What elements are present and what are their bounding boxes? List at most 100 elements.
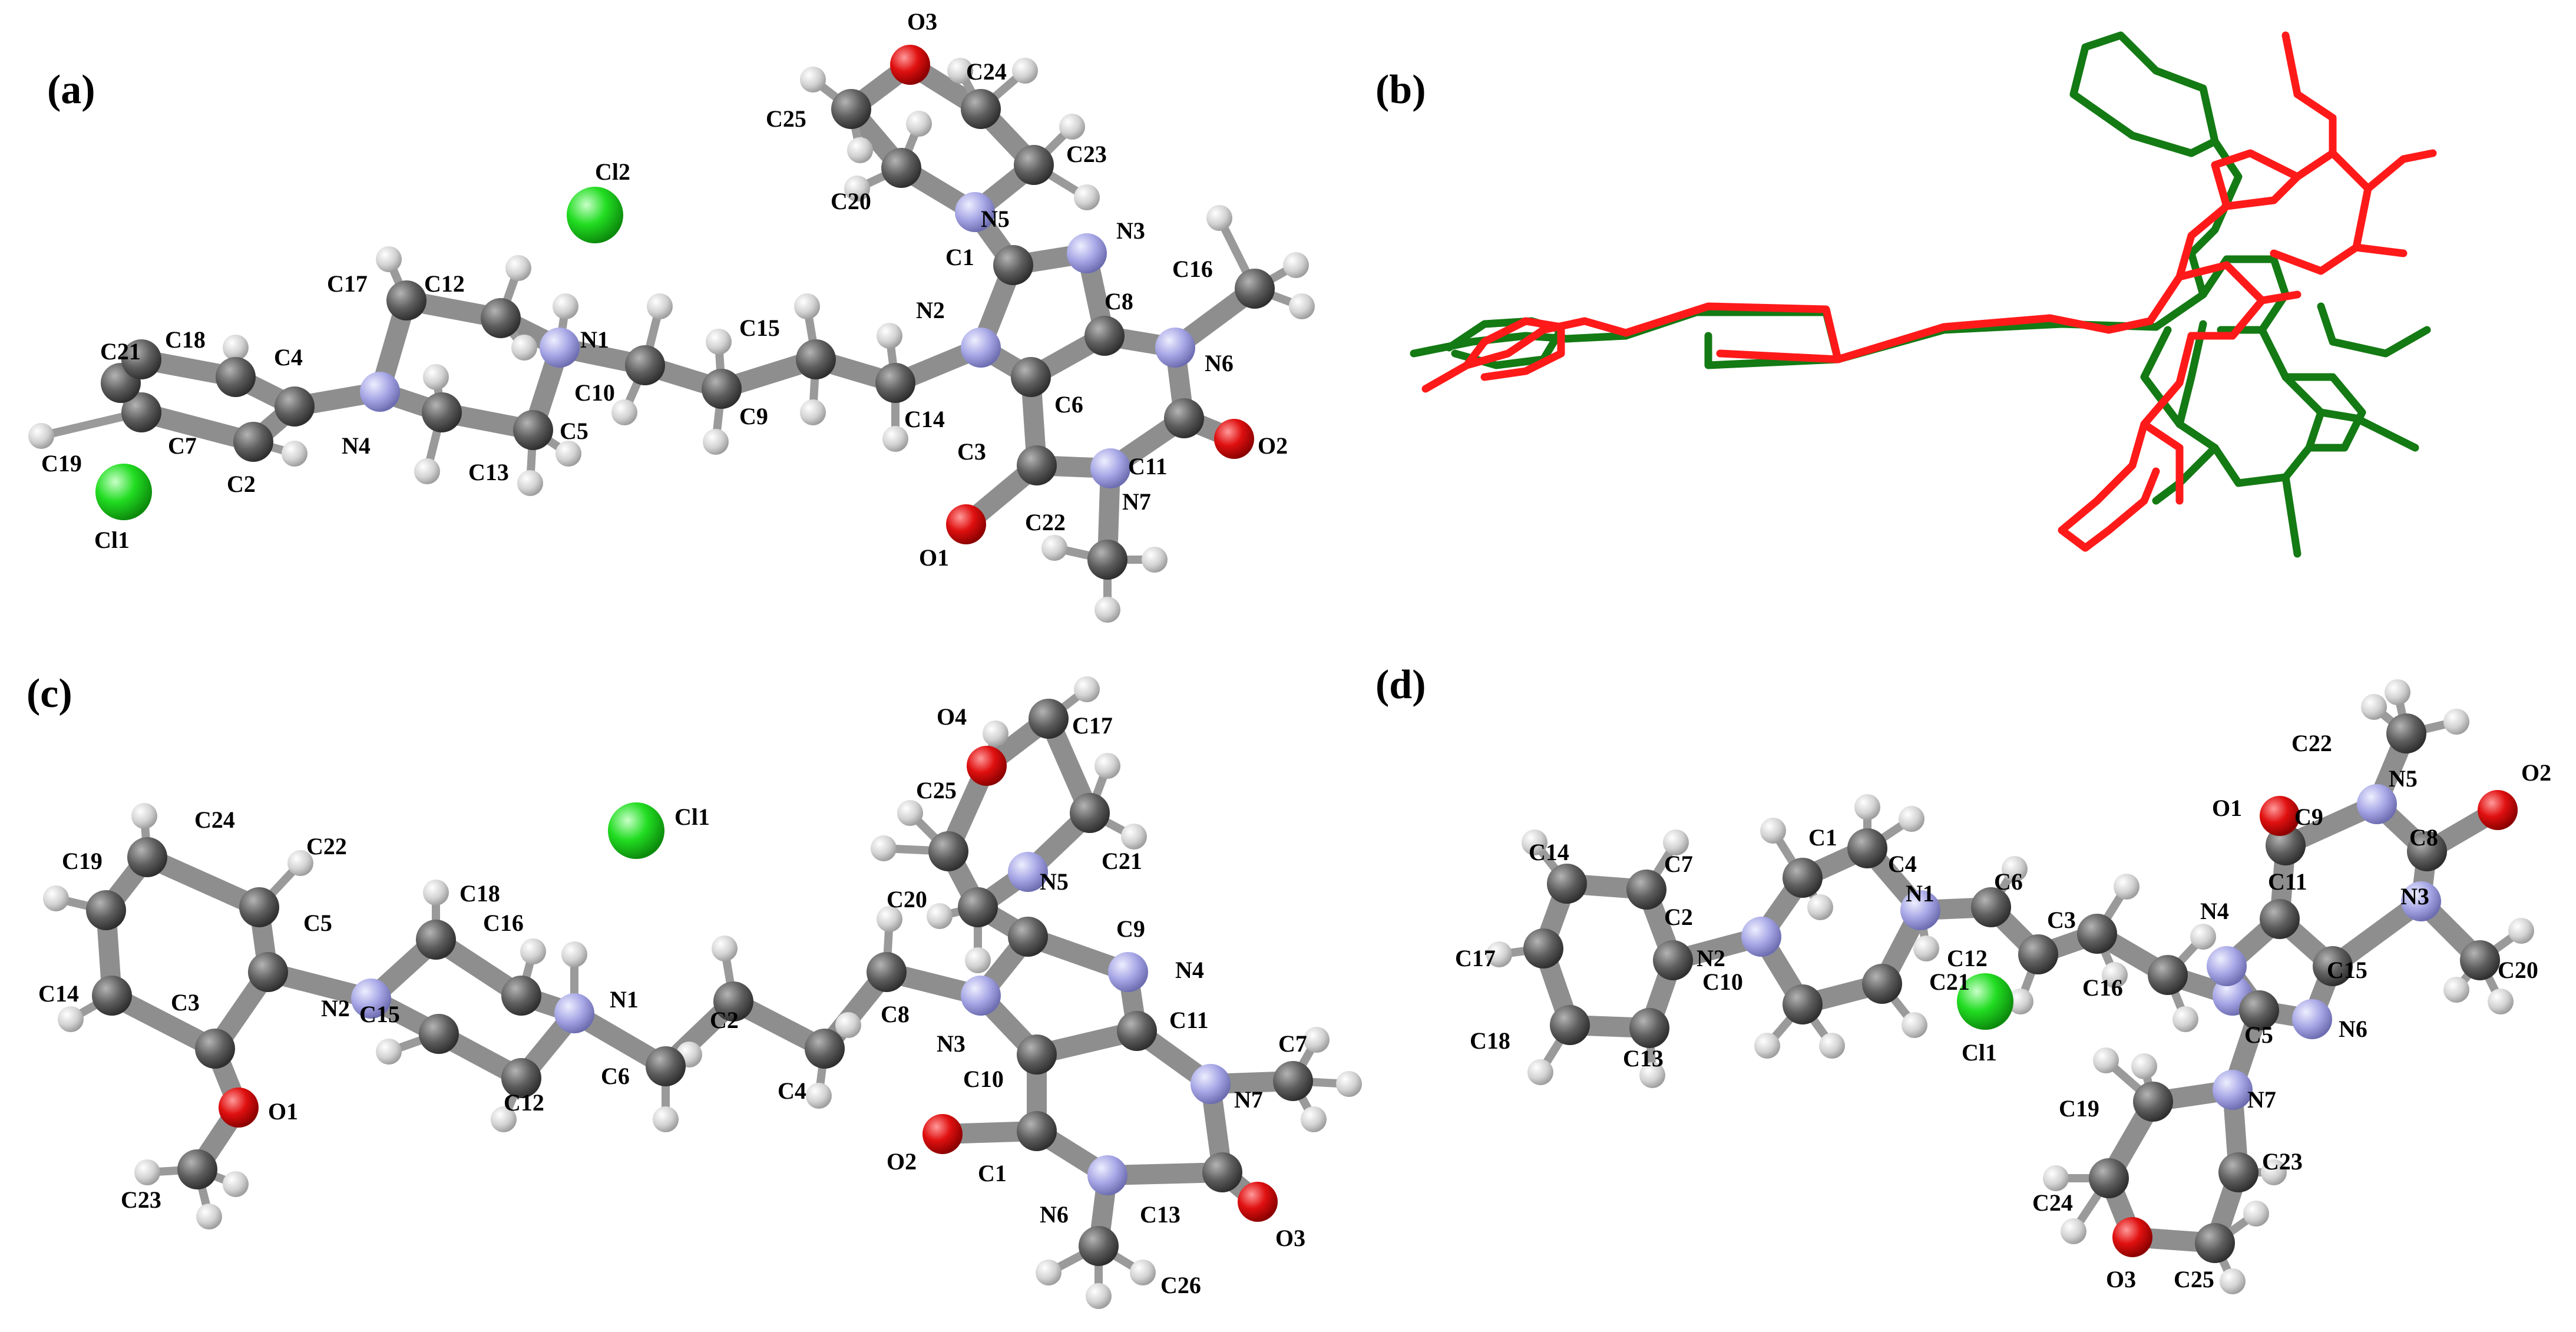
atom-label: C17 [1072, 712, 1113, 739]
panel-a-h-atom [28, 423, 54, 449]
panel-d-h-atom [1807, 894, 1833, 920]
panel-c-h-atom [1036, 1260, 1062, 1285]
atom-label: N1 [580, 326, 609, 353]
atom-label: O2 [887, 1148, 917, 1175]
atom-label: C23 [1066, 141, 1107, 167]
atom-label: C3 [171, 989, 200, 1016]
panel-d-atom-c [1629, 1008, 1669, 1048]
atom-label: C25 [916, 777, 957, 804]
atom-label: C15 [359, 1001, 400, 1027]
panel-a-atom-n [955, 192, 995, 232]
panel-c-h-atom [1336, 1071, 1362, 1097]
panel-c-atom-n [1087, 1155, 1127, 1195]
panel-d-h-atom [1854, 794, 1880, 820]
atom-label: C2 [710, 1007, 739, 1033]
panel-d-atom-c [2313, 946, 2353, 986]
atom-label: Cl1 [94, 527, 130, 553]
atom-label: N5 [1040, 868, 1069, 895]
atom-label: C21 [1102, 848, 1142, 874]
panel-a-atom-c [1017, 445, 1057, 485]
panel-c-h-atom [376, 1039, 402, 1065]
panel-c-heavy-atoms [86, 699, 1313, 1266]
panel-c-h-atom [897, 800, 923, 826]
atom-label: C7 [168, 432, 197, 459]
panel-d-atom-c [2077, 914, 2117, 954]
panel-d-atom-c [2407, 831, 2447, 871]
atom-label: C2 [227, 471, 256, 497]
panel-d-h-atom [2061, 1218, 2086, 1244]
panel-d-h-atom [2002, 856, 2028, 882]
panel-c-atom-c [86, 890, 126, 930]
atom-label: C23 [2262, 1148, 2303, 1175]
panel-c-h-atom [653, 1106, 679, 1132]
atom-label: N4 [1175, 957, 1204, 983]
panel-c-atom-c [867, 952, 907, 992]
atom-label: C5 [2244, 1022, 2273, 1048]
panel-c-h-atom [491, 1106, 517, 1132]
atom-label: N3 [1116, 217, 1145, 244]
panel-d-h-atom [1663, 829, 1689, 855]
atom-label: O1 [919, 544, 949, 571]
atom-label: C24 [194, 807, 235, 833]
panel-c-atom-c [1202, 1152, 1242, 1192]
panel-d-atom-c [2089, 1158, 2129, 1198]
atom-label: Cl1 [674, 804, 710, 830]
panel-a-atom-cl [567, 187, 623, 243]
atom-label: C19 [62, 848, 102, 874]
panel-c-h-atom [58, 1006, 84, 1032]
atom-label: C21 [100, 338, 141, 365]
atom-label: N1 [610, 986, 639, 1013]
panel-d-h-atom [1760, 818, 1786, 844]
atom-label: C13 [1623, 1045, 1664, 1072]
panel-d-h-atom [1527, 1059, 1553, 1085]
panel-a-h-atom [1041, 535, 1067, 561]
panel-a-atom-c [121, 392, 161, 432]
atom-label: N2 [1697, 945, 1725, 971]
atom-label: C5 [560, 418, 588, 444]
panel-c-atom-c [1079, 1226, 1119, 1266]
panel-a-h-atom [505, 255, 531, 281]
panel-a-hydrogen-atoms [28, 58, 1315, 623]
panel-d-atom-c [2386, 713, 2426, 753]
panel-a-h-atom [1074, 184, 1100, 210]
atom-label: C15 [739, 315, 780, 341]
atom-label: C10 [1702, 969, 1743, 995]
panel-a-h-atom [376, 246, 402, 272]
panel-a-h-atom [847, 137, 873, 163]
panel-a-atom-c [625, 345, 665, 385]
atom-label: C16 [1172, 256, 1213, 282]
panel-d-atom-n [2292, 999, 2332, 1039]
atom-label: C25 [2174, 1266, 2214, 1293]
panel-d-atom-n [2207, 946, 2247, 986]
panel-c-h-atom [1074, 676, 1100, 702]
panel-d-atom-n [2401, 881, 2441, 921]
atom-label: C24 [966, 58, 1007, 85]
atom-label: O2 [1258, 432, 1288, 459]
panel-a-h-atom [706, 329, 732, 355]
panel-c-h-atom [423, 880, 449, 905]
atom-label: N4 [342, 432, 371, 459]
panel-b-overlay: (b) [1375, 31, 2437, 558]
atom-label: C9 [1116, 915, 1145, 942]
panel-a-h-atom [800, 67, 826, 92]
atom-label: C4 [1888, 851, 1917, 877]
atom-label: C1 [978, 1160, 1007, 1186]
panel-c-h-atom [1121, 824, 1147, 850]
panel-d-atom-c [2218, 1152, 2258, 1192]
panel-c-atom-c [1017, 1111, 1057, 1151]
panel-c-atom-o [967, 746, 1007, 786]
panel-c-h-atom [806, 1083, 832, 1109]
panel-a-atom-c [1014, 145, 1054, 185]
panel-d-atom-c [1847, 828, 1887, 868]
panel-d-atom-c [2148, 955, 2188, 995]
panel-c-atom-c [1117, 1011, 1157, 1051]
panel-a-h-atom [1012, 58, 1038, 84]
panel-d-atom-o [2260, 796, 2300, 836]
panel-d-h-atom [1899, 806, 1924, 832]
panel-a-h-atom [1289, 293, 1315, 319]
panel-d-atom-n [1900, 890, 1940, 930]
panel-d-h-atom [1902, 1012, 1927, 1038]
panel-c-atom-o [922, 1114, 963, 1154]
panel-d-h-atom [1819, 1033, 1845, 1059]
